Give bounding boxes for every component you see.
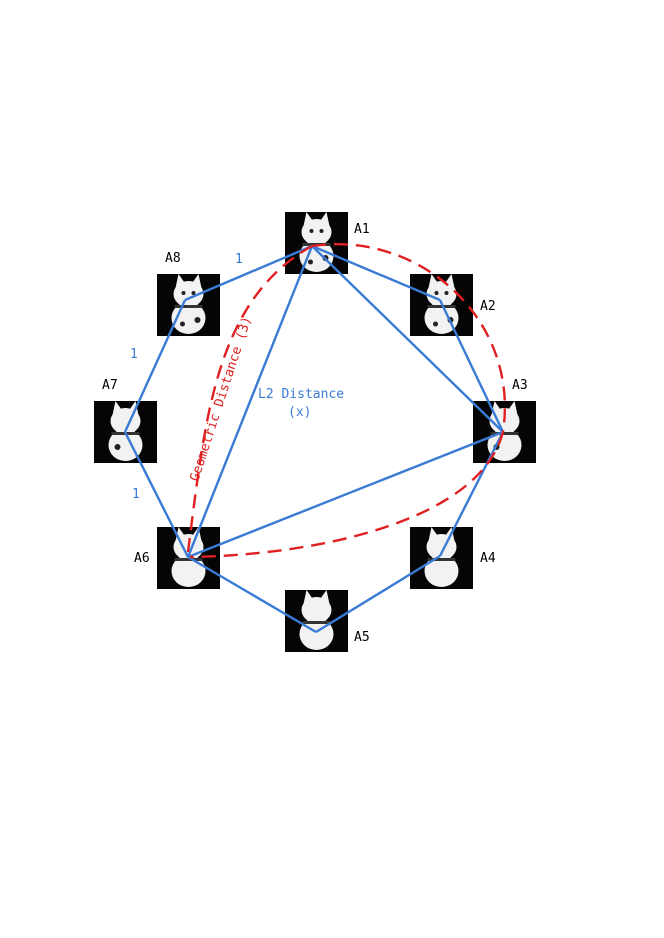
node-label-a6: A6 (134, 551, 150, 566)
figurine-image (424, 527, 459, 587)
edge-a1-a3 (311, 245, 504, 433)
edge-a5-a6 (187, 555, 317, 634)
geometric-distance-label: Geometric Distance (3) (188, 315, 255, 483)
edge-a2-a3 (438, 299, 505, 433)
edge-weight-a6-a7: 1 (132, 487, 140, 502)
edge-weight-a8-a1: 1 (235, 252, 243, 267)
geodesic-a1-a3 (311, 243, 506, 433)
geodesic-a3-a6 (189, 431, 505, 559)
edge-a4-a5 (315, 554, 441, 634)
edge-a8-a1 (184, 244, 313, 302)
node-label-a2: A2 (480, 299, 496, 314)
edge-a3-a4 (438, 431, 505, 557)
thumbnail-a4 (410, 527, 473, 589)
node-label-a4: A4 (480, 551, 496, 566)
edge-a6-a3 (187, 430, 504, 559)
node-label-a5: A5 (354, 630, 370, 645)
node-label-a3: A3 (512, 378, 528, 393)
figurine-image (171, 274, 206, 334)
l2-distance-label: L2 Distance (258, 387, 344, 402)
edge-a1-a2 (311, 244, 441, 302)
thumbnail-a8 (157, 274, 220, 336)
geodesic-layer (186, 243, 506, 559)
thumbnail-a5 (285, 590, 348, 652)
node-label-a8: A8 (165, 251, 181, 266)
thumbnail-layer (94, 212, 536, 652)
edge-a6-a7 (123, 431, 190, 558)
edge-layer (123, 244, 505, 634)
edge-a1-a6 (186, 245, 314, 558)
edge-weight-a7-a8: 1 (130, 347, 138, 362)
node-label-a7: A7 (102, 378, 118, 393)
l2-distance-value: (x) (288, 405, 311, 420)
node-label-a1: A1 (354, 222, 370, 237)
geodesic-a6-a1 (186, 244, 313, 553)
edge-a7-a8 (123, 299, 187, 433)
